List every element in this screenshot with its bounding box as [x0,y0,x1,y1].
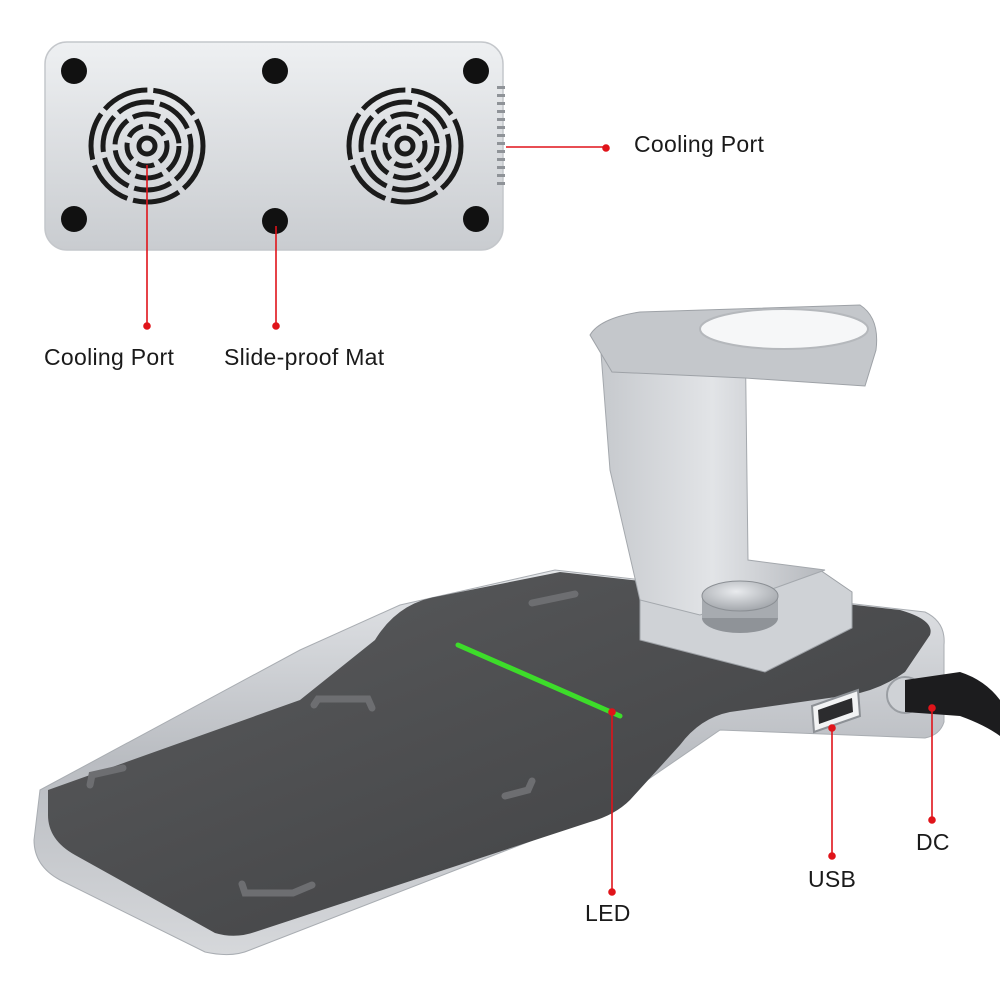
led-light [455,642,623,719]
dc-cable [905,672,1000,736]
side-vent [497,86,505,185]
charging-surface [48,572,931,936]
label-slide-proof-mat: Slide-proof Mat [224,344,385,370]
fan-grille-right [346,87,464,205]
callouts [143,144,936,896]
label-dc: DC [916,829,950,855]
usb-slot [818,698,853,724]
label-cooling-port-side: Cooling Port [634,131,765,157]
label-led: LED [585,900,631,926]
charger-3d-view [33,304,1000,956]
charger-bottom-view [44,41,505,251]
label-cooling-port-bottom: Cooling Port [44,344,175,370]
alignment-marks [86,590,579,897]
slide-proof-feet [61,58,489,234]
label-usb: USB [808,866,857,892]
stand-knob-top [701,580,779,612]
watch-charging-puck [699,308,869,350]
